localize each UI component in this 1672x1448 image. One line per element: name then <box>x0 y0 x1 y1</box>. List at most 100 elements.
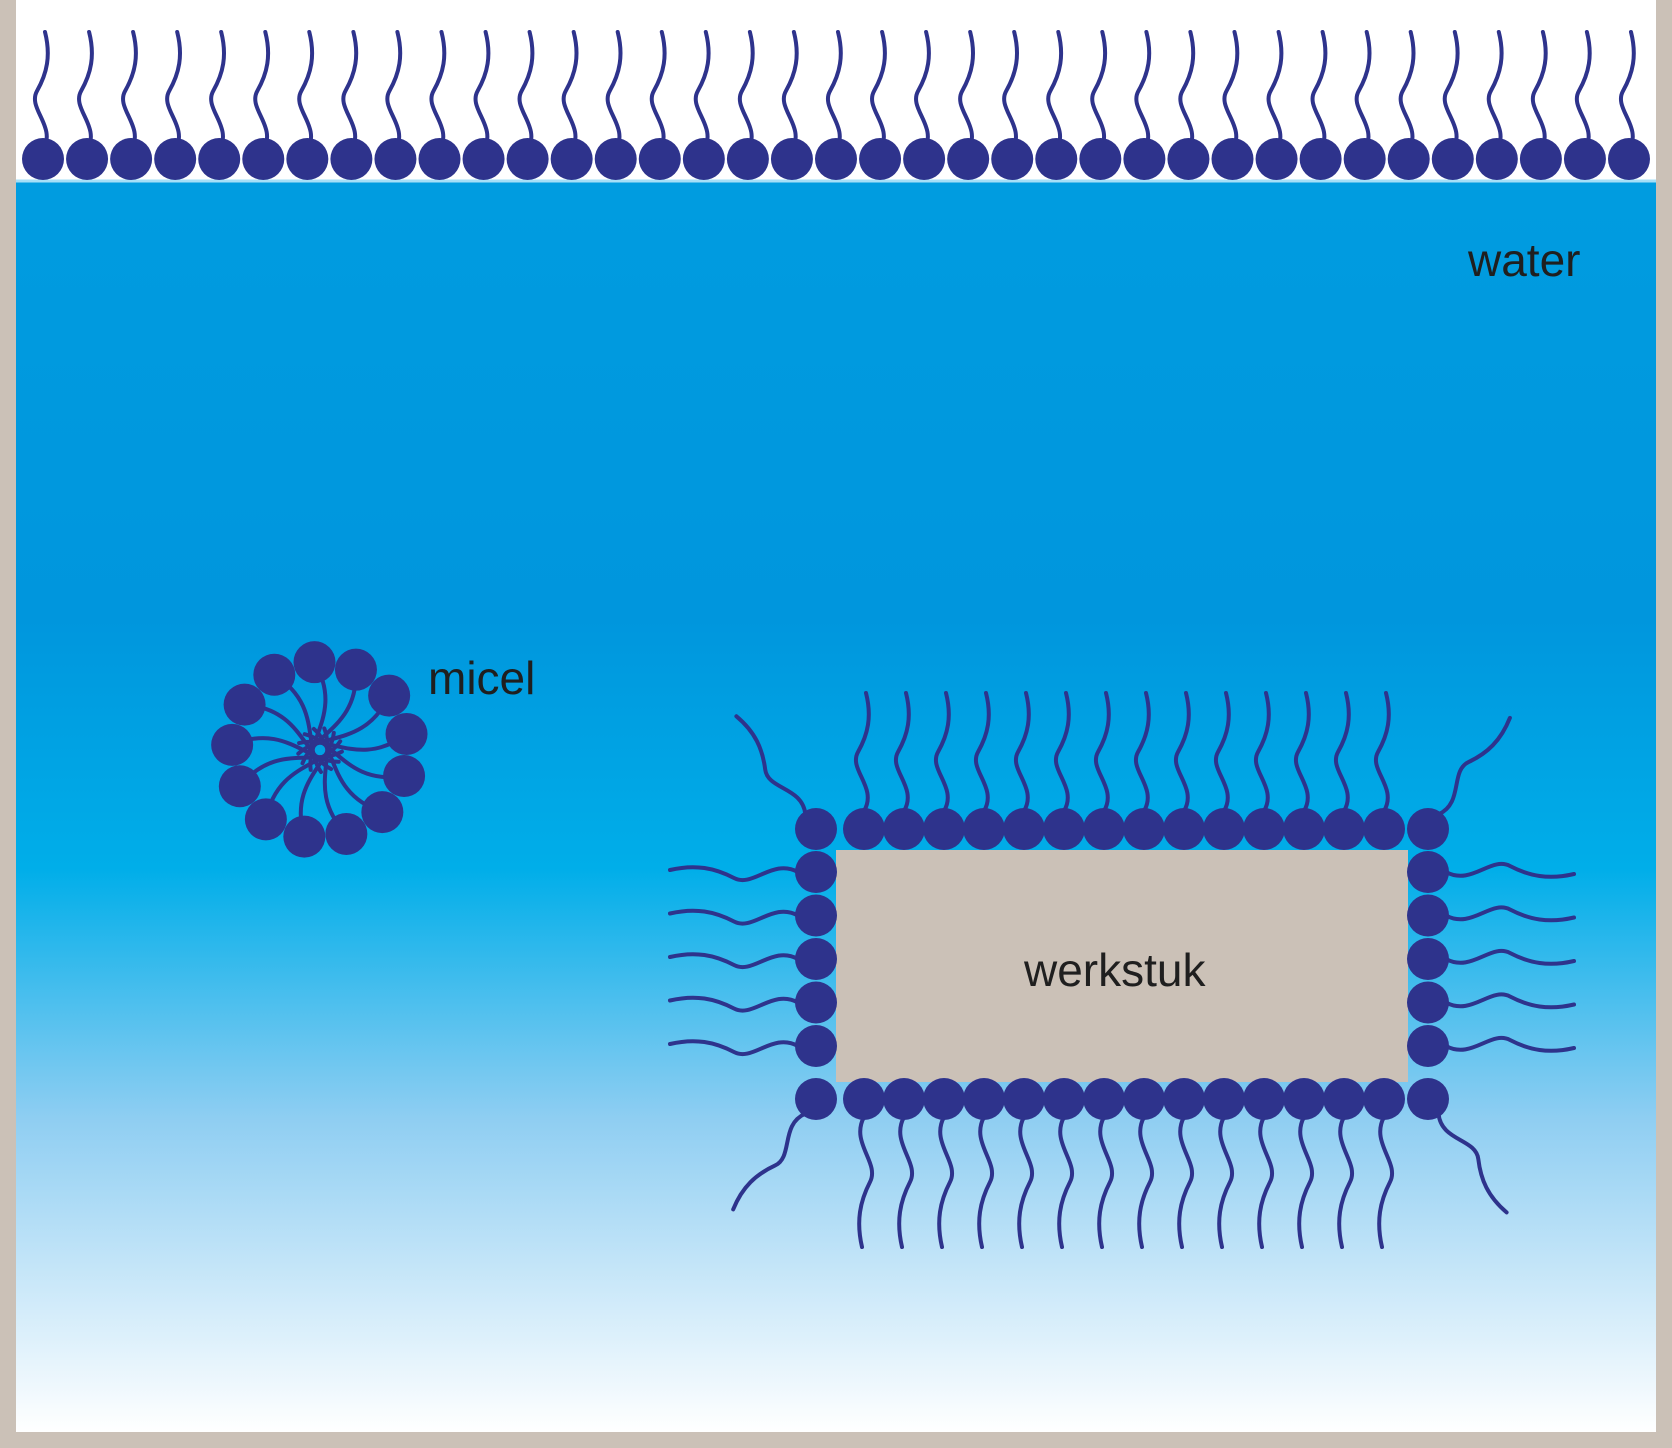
molecule-tail <box>165 30 182 152</box>
molecule-head <box>66 138 109 180</box>
molecule-tail <box>1214 691 1231 813</box>
molecule-tail <box>857 1115 874 1249</box>
molecule-head <box>325 812 368 855</box>
molecule-head <box>1167 138 1210 180</box>
molecule-tail <box>1097 1115 1114 1249</box>
molecule-tail <box>1444 949 1576 966</box>
molecule-head <box>154 138 197 180</box>
molecule-head <box>223 683 266 726</box>
molecule-tail <box>1217 1115 1234 1249</box>
molecule-tail <box>668 995 800 1013</box>
molecule-head <box>383 755 426 798</box>
molecule-head <box>293 641 336 684</box>
molecule-tail <box>1377 1115 1394 1249</box>
molecule-tail <box>1575 30 1592 152</box>
molecule-tail <box>897 1115 914 1249</box>
molecule-tail <box>1444 1036 1576 1053</box>
molecule-tail <box>1002 30 1019 152</box>
molecule-tail <box>738 30 755 152</box>
molecule-head <box>418 138 461 180</box>
molecule-head <box>1163 1078 1205 1120</box>
molecule-head <box>843 1078 885 1120</box>
molecule-head <box>1243 808 1285 850</box>
molecule-head <box>1608 138 1650 180</box>
molecule-tail <box>1134 691 1151 813</box>
molecule-head <box>253 653 296 696</box>
molecule-head <box>991 138 1034 180</box>
molecule-head <box>506 138 549 180</box>
molecule-head <box>795 851 837 893</box>
micelle-label: micel <box>428 652 535 704</box>
molecule-head <box>1003 1078 1045 1120</box>
molecule-head <box>1519 138 1562 180</box>
molecule-tail <box>668 952 800 969</box>
molecule-head <box>795 808 837 850</box>
molecule-head <box>1323 1078 1365 1120</box>
molecule-tail <box>1174 691 1191 813</box>
molecule-head <box>638 138 681 180</box>
molecule-tail <box>253 30 271 152</box>
molecule-head <box>726 138 769 180</box>
molecule-tail <box>934 691 951 813</box>
molecule-head <box>1123 138 1166 180</box>
molecule-tail <box>731 1111 808 1212</box>
water-body <box>16 180 1656 1432</box>
molecule-head <box>1003 808 1045 850</box>
molecule-tail <box>1374 691 1391 813</box>
molecule-tail <box>958 30 975 152</box>
molecule-head <box>1123 808 1165 850</box>
molecule-head <box>1043 1078 1085 1120</box>
molecule-tail <box>854 691 871 813</box>
molecule-tail <box>1177 1115 1194 1249</box>
molecule-tail <box>1444 905 1576 923</box>
workpiece-molecule-coating <box>668 691 1576 1249</box>
molecule-head <box>1431 138 1474 180</box>
molecule-tail <box>77 30 94 152</box>
molecule-head <box>1343 138 1386 180</box>
molecule-tail <box>914 30 931 152</box>
molecule-tail <box>1444 992 1576 1010</box>
molecule-tail <box>894 691 911 813</box>
molecule-tail <box>1442 30 1460 152</box>
molecule-head <box>1407 894 1449 937</box>
molecule-head <box>1283 808 1325 850</box>
molecule-tail <box>1337 1115 1354 1249</box>
molecule-tail <box>1222 30 1240 152</box>
molecule-head <box>1563 138 1606 180</box>
molecule-head <box>1035 138 1078 180</box>
molecule-head <box>1211 138 1254 180</box>
molecule-head <box>1407 1025 1449 1067</box>
molecule-tail <box>1619 30 1636 152</box>
molecule-tail <box>1178 30 1196 152</box>
surface-molecule-layer <box>22 30 1650 180</box>
molecule-head <box>1083 808 1125 850</box>
molecule-tail <box>1017 1115 1034 1249</box>
molecule-head <box>795 1025 837 1067</box>
molecule-tail <box>668 1039 800 1056</box>
molecule-head <box>1043 808 1085 850</box>
molecule-tail <box>1046 30 1064 152</box>
molecule-head <box>110 138 153 180</box>
molecule-head <box>795 1078 837 1120</box>
workpiece-label: werkstuk <box>1023 944 1206 996</box>
molecule-head <box>594 138 637 180</box>
molecule-head <box>1475 138 1518 180</box>
molecule-tail <box>1257 1115 1274 1249</box>
molecule-tail <box>1436 715 1512 817</box>
molecule-head <box>1079 138 1122 180</box>
molecule-head <box>883 808 925 850</box>
molecule-tail <box>1310 30 1328 152</box>
molecule-tail <box>1134 30 1152 152</box>
molecule-head <box>963 1078 1005 1120</box>
molecule-tail <box>974 691 991 813</box>
molecule-tail <box>1057 1115 1074 1249</box>
molecule-head <box>1407 938 1449 980</box>
molecule-head <box>963 808 1005 850</box>
molecule-tail <box>429 30 447 152</box>
molecule-tail <box>1444 862 1576 879</box>
molecule-tail <box>1054 691 1071 813</box>
molecule-head <box>244 798 287 841</box>
molecule-head <box>1255 138 1298 180</box>
molecule-head <box>211 723 254 766</box>
molecule-head <box>815 138 857 180</box>
